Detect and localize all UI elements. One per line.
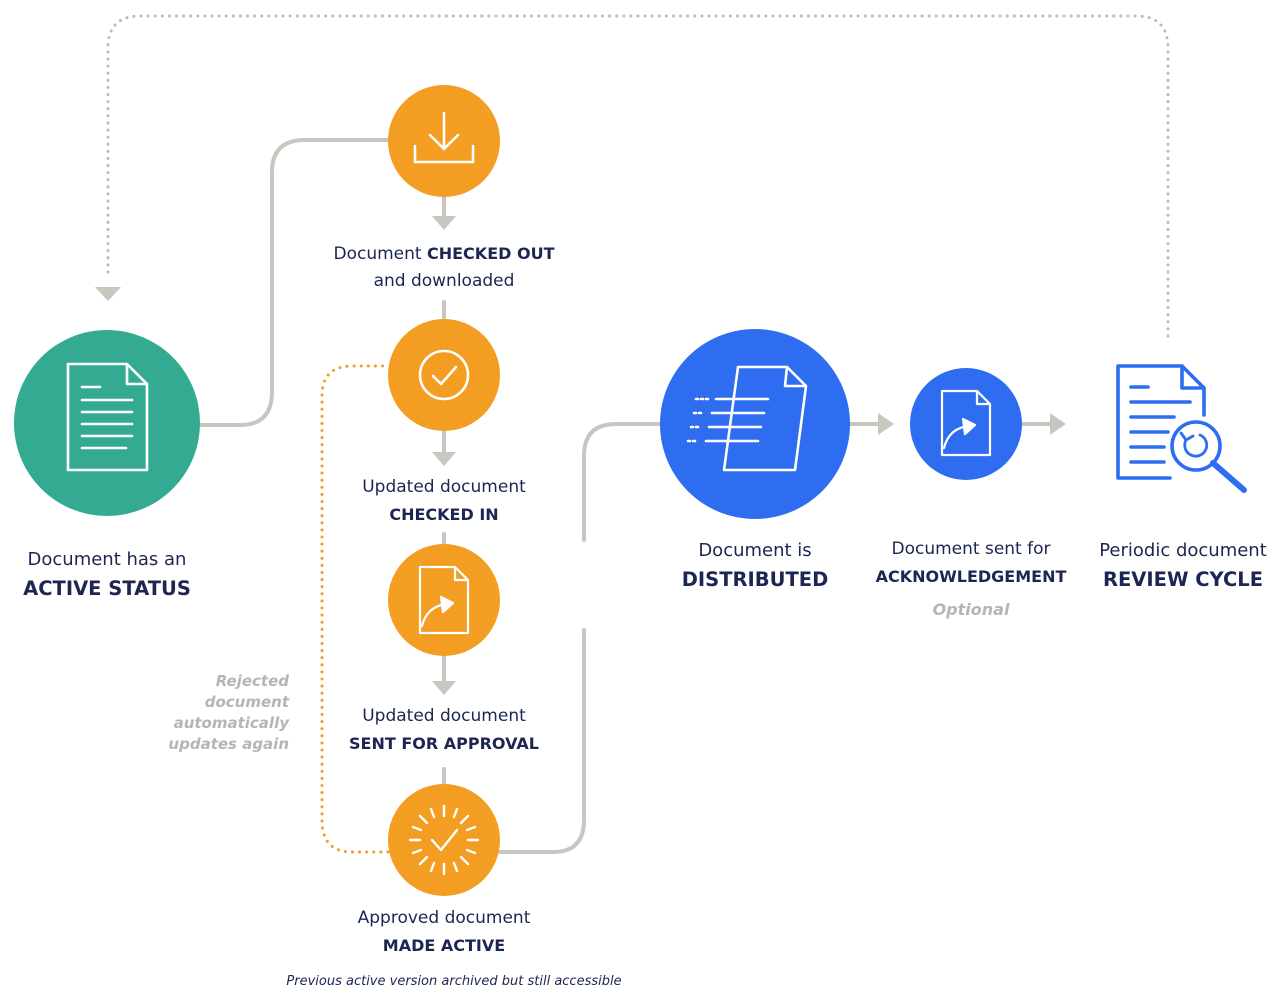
- active-status-bold: ACTIVE STATUS: [23, 577, 191, 600]
- rejected-note-line: updates again: [168, 735, 289, 753]
- acknowledgement-optional: Optional: [932, 600, 1010, 619]
- sent-for-approval-bold: SENT FOR APPROVAL: [349, 734, 539, 753]
- connector-active-to-checkout: [198, 138, 392, 427]
- connector-lines: [198, 138, 1052, 854]
- acknowledgement-bold: ACKNOWLEDGEMENT: [875, 567, 1067, 586]
- made-active-line1: Approved document: [357, 908, 531, 928]
- distributed-label: Document is DISTRIBUTED: [682, 536, 829, 595]
- review-cycle-label: Periodic document REVIEW CYCLE: [1099, 536, 1267, 595]
- checked-in-label: Updated document CHECKED IN: [362, 474, 526, 529]
- document-distribute-icon: [686, 365, 808, 472]
- checked-out-bold: CHECKED OUT: [426, 244, 555, 263]
- checked-out-node: [388, 85, 500, 197]
- rejected-note-line: document: [204, 693, 289, 711]
- checked-in-line1: Updated document: [362, 477, 526, 497]
- sent-for-approval-line1: Updated document: [362, 706, 526, 726]
- review-cycle-line1: Periodic document: [1099, 540, 1267, 561]
- document-review-icon: [1116, 364, 1247, 493]
- rejected-note: Rejected document automatically updates …: [168, 671, 289, 755]
- approved-burst-icon: [408, 804, 480, 876]
- made-active-node: [388, 784, 500, 896]
- acknowledgement-label: Document sent for ACKNOWLEDGEMENT Option…: [876, 536, 1067, 623]
- arrowhead-down-1: [432, 216, 456, 230]
- review-return-loop: [106, 14, 1170, 338]
- made-active-bold: MADE ACTIVE: [382, 936, 506, 955]
- active-status-line1: Document has an: [27, 549, 187, 570]
- rejected-note-line: automatically: [173, 714, 289, 732]
- arrowhead-down-2: [432, 452, 456, 466]
- distributed-line1: Document is: [698, 540, 812, 561]
- sent-for-approval-node: [388, 544, 500, 656]
- checked-out-line1: Document CHECKED OUT: [334, 240, 555, 268]
- rejected-note-line: Rejected: [215, 672, 289, 690]
- checked-out-label: Document CHECKED OUT and downloaded: [334, 240, 555, 295]
- document-send-icon: [418, 565, 470, 635]
- distributed-bold: DISTRIBUTED: [681, 568, 829, 591]
- checked-in-bold: CHECKED IN: [389, 505, 499, 524]
- arrowhead-right-2: [1050, 413, 1066, 435]
- checked-out-prefix: Document: [333, 244, 427, 264]
- archived-caption: Previous active version archived but sti…: [286, 974, 622, 989]
- made-active-label: Approved document MADE ACTIVE: [358, 905, 531, 960]
- download-icon: [413, 111, 475, 164]
- active-status-label: Document has an ACTIVE STATUS: [23, 545, 191, 604]
- acknowledgement-node: [910, 368, 1022, 480]
- review-cycle-bold: REVIEW CYCLE: [1102, 568, 1264, 591]
- checkmark-circle-icon: [418, 349, 470, 401]
- arrowhead-down-return: [95, 287, 121, 301]
- connector-gap-to-distributed: [582, 422, 663, 542]
- arrowhead-right-1: [878, 413, 894, 435]
- review-cycle-node: [1116, 364, 1247, 493]
- connector-active-to-distributed: [498, 628, 586, 854]
- document-icon: [66, 362, 149, 472]
- arrowhead-down-3: [432, 681, 456, 695]
- checked-out-line2: and downloaded: [373, 271, 515, 291]
- rejection-loop: [320, 364, 390, 854]
- acknowledgement-line1: Document sent for: [891, 539, 1051, 559]
- connector-arrowheads: [95, 216, 1066, 695]
- sent-for-approval-label: Updated document SENT FOR APPROVAL: [349, 703, 539, 758]
- document-send-icon: [940, 389, 992, 457]
- active-status-node: [14, 330, 200, 516]
- checked-in-node: [388, 319, 500, 431]
- distributed-node: [660, 329, 850, 519]
